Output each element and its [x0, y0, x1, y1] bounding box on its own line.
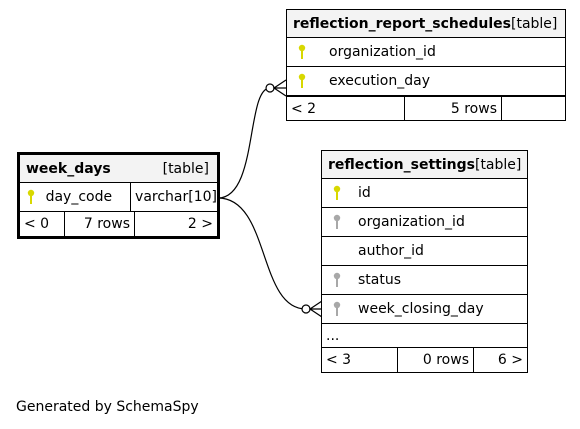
relationship-end-circle — [265, 83, 275, 93]
table-week-days[interactable]: week_days [table] day_code varchar[10] <… — [17, 152, 220, 239]
children-count[interactable]: 2 > — [187, 216, 213, 232]
table-type: [table] — [162, 160, 209, 177]
column-row[interactable]: execution_day — [287, 67, 565, 96]
column-datatype: varchar[10] — [135, 189, 217, 205]
foreign-key-icon — [322, 214, 352, 230]
foreign-key-icon — [322, 272, 352, 288]
foreign-key-icon — [322, 301, 352, 317]
primary-key-icon — [287, 73, 317, 89]
table-name: reflection_report_schedules — [293, 15, 511, 32]
relationship-end-circle — [301, 304, 311, 314]
column-name: week_closing_day — [358, 301, 484, 317]
table-footer: < 0 7 rows 2 > — [20, 212, 217, 236]
relationship-crow-foot — [308, 300, 323, 318]
row-count: 0 rows — [398, 348, 474, 372]
parents-count[interactable]: < 3 — [322, 348, 398, 372]
children-count[interactable]: 6 > — [497, 352, 523, 368]
table-type: [table] — [511, 15, 558, 32]
table-header: week_days [table] — [20, 155, 217, 183]
row-count: 5 rows — [405, 97, 502, 120]
table-header: reflection_settings [table] — [322, 151, 527, 179]
table-name: week_days — [26, 160, 111, 177]
table-header: reflection_report_schedules [table] — [287, 10, 565, 38]
table-reflection-report-schedules[interactable]: reflection_report_schedules [table] orga… — [286, 9, 566, 121]
relationship-week-days-to-settings — [217, 197, 307, 310]
column-row[interactable]: author_id — [322, 237, 527, 266]
table-footer: < 2 5 rows — [287, 96, 565, 120]
more-columns-row[interactable]: ... — [322, 324, 527, 348]
column-row[interactable]: id — [322, 179, 527, 208]
table-name: reflection_settings — [328, 156, 475, 173]
primary-key-icon — [20, 189, 42, 205]
column-row[interactable]: status — [322, 266, 527, 295]
parents-count[interactable]: < 2 — [287, 97, 405, 120]
primary-key-icon — [287, 44, 317, 60]
table-footer: < 3 0 rows 6 > — [322, 348, 527, 372]
relationship-crow-foot — [272, 79, 287, 97]
table-type: [table] — [474, 156, 522, 173]
column-name: day_code — [42, 183, 132, 211]
table-reflection-settings[interactable]: reflection_settings [table] id organizat… — [321, 150, 528, 373]
row-count: 7 rows — [65, 212, 135, 236]
column-name: id — [358, 185, 371, 201]
column-row[interactable]: organization_id — [322, 208, 527, 237]
more-columns: ... — [326, 327, 340, 344]
column-name: execution_day — [329, 73, 430, 89]
column-name: author_id — [358, 243, 424, 259]
column-row[interactable]: day_code varchar[10] — [20, 183, 217, 212]
column-row[interactable]: organization_id — [287, 38, 565, 67]
primary-key-icon — [322, 185, 352, 201]
generated-by-caption: Generated by SchemaSpy — [16, 399, 199, 415]
column-row[interactable]: week_closing_day — [322, 295, 527, 324]
column-name: organization_id — [329, 44, 436, 60]
relationship-week-days-to-report-schedules — [217, 87, 271, 199]
column-name: status — [358, 272, 402, 288]
column-name: organization_id — [358, 214, 465, 230]
parents-count[interactable]: < 0 — [20, 212, 65, 236]
children-count[interactable] — [502, 97, 565, 120]
